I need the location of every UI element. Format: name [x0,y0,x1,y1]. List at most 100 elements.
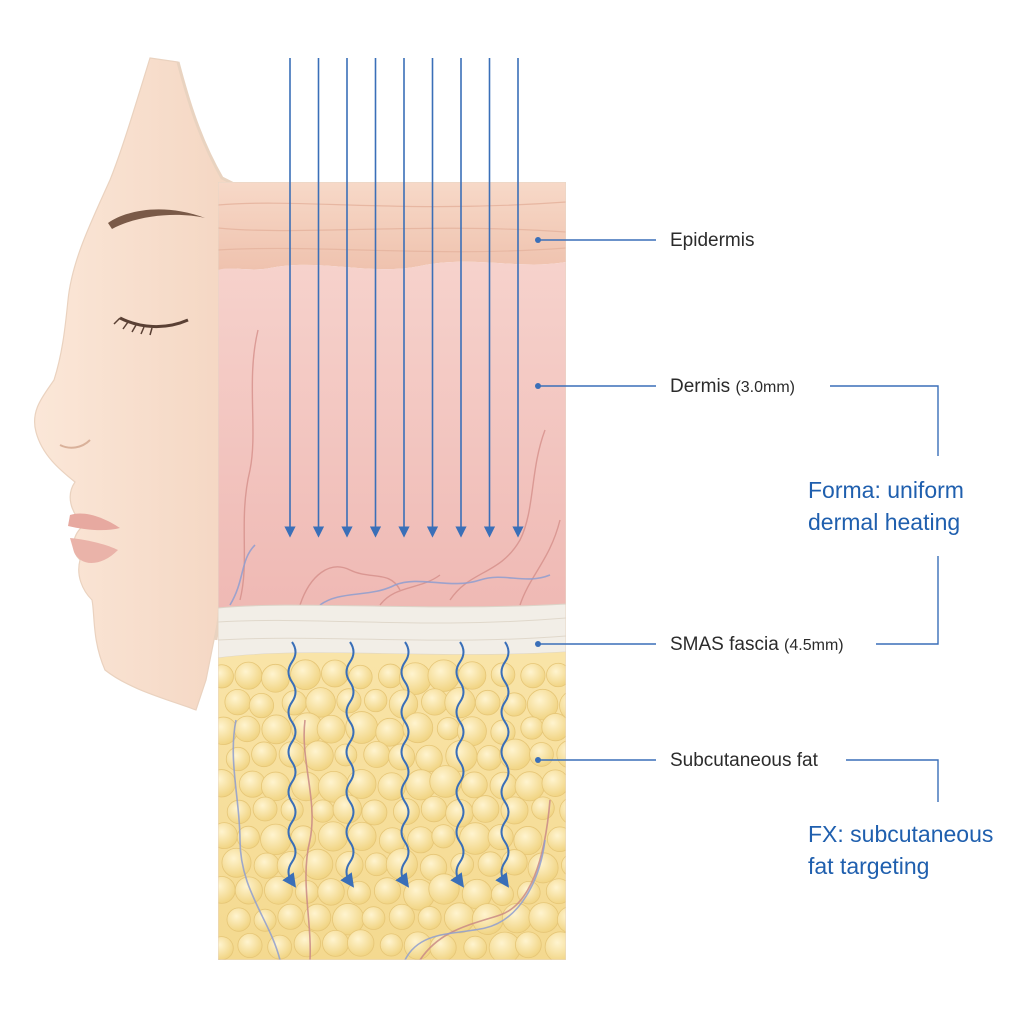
fx-callout: FX: subcutaneous fat targeting [808,818,993,882]
fat-cell [236,825,260,849]
forma-callout-line1: Forma: uniform [808,477,964,503]
fx-energy-arrow [282,641,297,888]
fat-cell [490,882,514,906]
fat-cell [348,664,373,690]
fat-label-text: Subcutaneous fat [670,750,818,771]
fat-cell [528,902,560,933]
fat-cell [427,659,460,692]
fat-cell [234,661,263,690]
fat-cell [561,855,566,875]
fat-cell [218,664,234,689]
forma-bracket-top [830,385,939,456]
fat-cell [502,692,527,717]
fat-cell [317,878,345,906]
fat-cell [457,661,487,690]
fat-cell [388,903,415,930]
fat-cell [251,741,277,768]
fat-cell [556,740,566,768]
fat-cell [322,930,349,957]
forma-bracket-bottom [876,556,939,645]
fat-cell [436,717,460,741]
fat-cell [527,852,559,884]
fat-cell [302,848,334,880]
fat-cell [531,796,555,820]
fat-cell [407,826,435,854]
fat-cell [224,688,251,716]
dermis-dot [535,383,541,389]
fat-cell [460,771,488,799]
fat-cell [526,688,559,721]
fat-cell [248,692,275,719]
fat-cell [546,662,566,688]
epidermis-label: Epidermis [670,230,754,252]
fat-cell [431,824,456,849]
fat-cell [487,824,514,851]
fat-cell [361,906,386,930]
fat-cell [261,714,292,745]
fat-cell [290,659,321,691]
fat-cell [221,847,252,878]
forma-callout-line2: dermal heating [808,509,961,535]
fx-bracket [846,759,939,802]
fat-cell [378,663,403,689]
fat-cell [541,713,566,742]
fat-cell [261,663,290,693]
fat-cell [429,934,457,960]
fx-energy-arrow [340,641,355,888]
fat-cell [345,711,378,744]
epidermis-dot [535,237,541,243]
fx-callout-line1: FX: subcutaneous [808,821,994,847]
fat-cell [529,742,554,767]
dermis-label-text: Dermis [670,376,731,397]
fat-cell [316,714,346,744]
fat-cell [363,741,391,768]
fat-cell [364,852,389,877]
fat-cell [305,687,336,718]
dermis-label: Dermis (3.0mm) [670,376,795,398]
fat-cell [336,688,362,714]
fat-cell [218,936,234,960]
fat-cell [225,746,251,772]
fat-cell [347,880,371,905]
fat-cell [361,799,388,826]
fat-cell [514,771,545,802]
closed-eye-icon [119,316,189,329]
smas-depth-text: (4.5mm) [784,637,844,654]
forma-energy-arrows [284,58,524,538]
fat-cell [318,821,349,852]
fat-cell [428,873,460,905]
fx-energy-arrow [395,641,410,888]
fat-cell [513,826,543,856]
face-profile [34,57,240,711]
fat-cell [520,716,544,740]
fat-cell [520,663,546,689]
smas-dot [535,641,541,647]
fat-cell [420,795,448,823]
fat-cell [233,715,261,743]
fat-cell [303,903,332,932]
dermis-layer [218,261,566,610]
fat-cell [260,823,292,856]
fat-cell [474,689,501,716]
fat-cell [471,795,500,823]
fat-cell [490,662,516,687]
forma-callout: Forma: uniform dermal heating [808,474,964,538]
fat-cell [463,935,488,960]
fat-dot [535,757,541,763]
fat-cell [346,769,377,799]
fat-cell [218,769,236,798]
smas-label: SMAS fascia (4.5mm) [670,634,844,656]
fat-cell [377,772,406,801]
fat-cell [218,822,238,850]
fx-energy-arrow [450,641,465,888]
fat-label: Subcutaneous fat [670,750,818,772]
lips-icon [68,513,120,531]
epidermis-label-text: Epidermis [670,230,755,251]
fat-cell [477,851,503,877]
fat-cell [393,798,420,825]
fat-cell [559,798,566,823]
fat-cell [335,851,364,880]
fat-cell [544,931,566,960]
fat-cell [559,692,566,719]
fx-callout-line2: fat targeting [808,853,930,879]
